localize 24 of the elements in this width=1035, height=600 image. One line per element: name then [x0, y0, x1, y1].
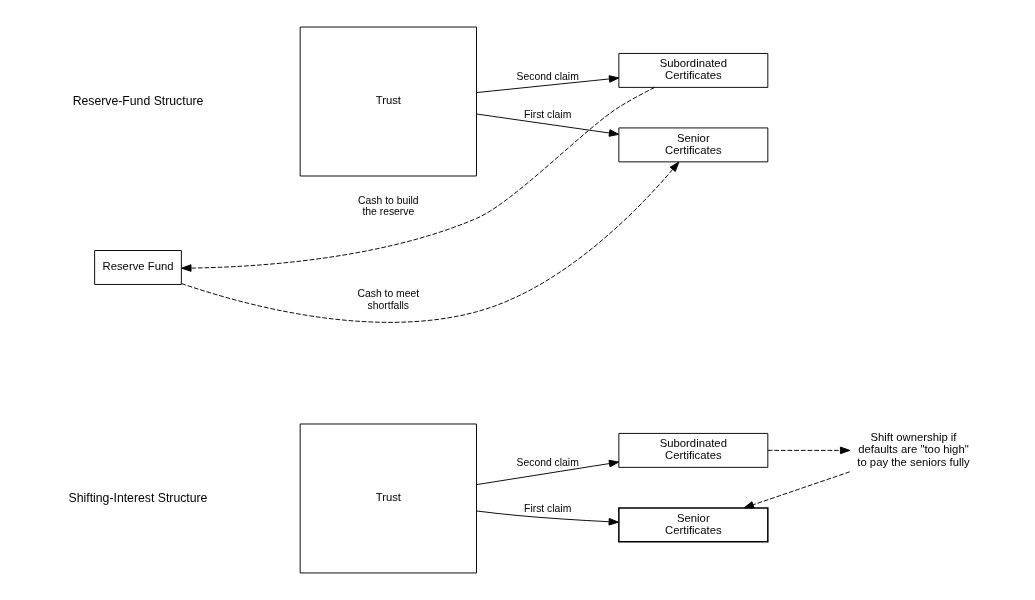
- edge-label: Second claim: [516, 457, 579, 469]
- edge-label: Cash to build the reserve: [358, 195, 419, 218]
- node-box: Trust: [299, 423, 477, 574]
- node-box: Subordinated Certificates: [618, 52, 769, 88]
- edge-label: Cash to meet shortfalls: [357, 288, 420, 311]
- arrow: [767, 446, 851, 455]
- label: Shifting-Interest Structure: [68, 490, 208, 505]
- edge-label: First claim: [524, 109, 572, 121]
- node-box: Trust: [299, 26, 477, 177]
- node-box: Reserve Fund: [94, 250, 182, 285]
- arrow: [476, 113, 620, 137]
- node-text: Shift ownership if defaults are "too high" to pay the seniors fully: [857, 431, 970, 468]
- arrow: [476, 75, 620, 94]
- node-box: Subordinated Certificates: [618, 432, 769, 468]
- node-box: Senior Certificates: [618, 127, 769, 163]
- arrow: [181, 87, 656, 272]
- arrow: [743, 471, 851, 509]
- arrow: [181, 161, 680, 323]
- node-box: Senior Certificates: [618, 507, 769, 543]
- arrow: [476, 459, 620, 486]
- label: Reserve-Fund Structure: [72, 93, 204, 108]
- edge-label: First claim: [524, 503, 572, 515]
- arrow: [476, 510, 619, 526]
- edge-label: Second claim: [516, 70, 579, 82]
